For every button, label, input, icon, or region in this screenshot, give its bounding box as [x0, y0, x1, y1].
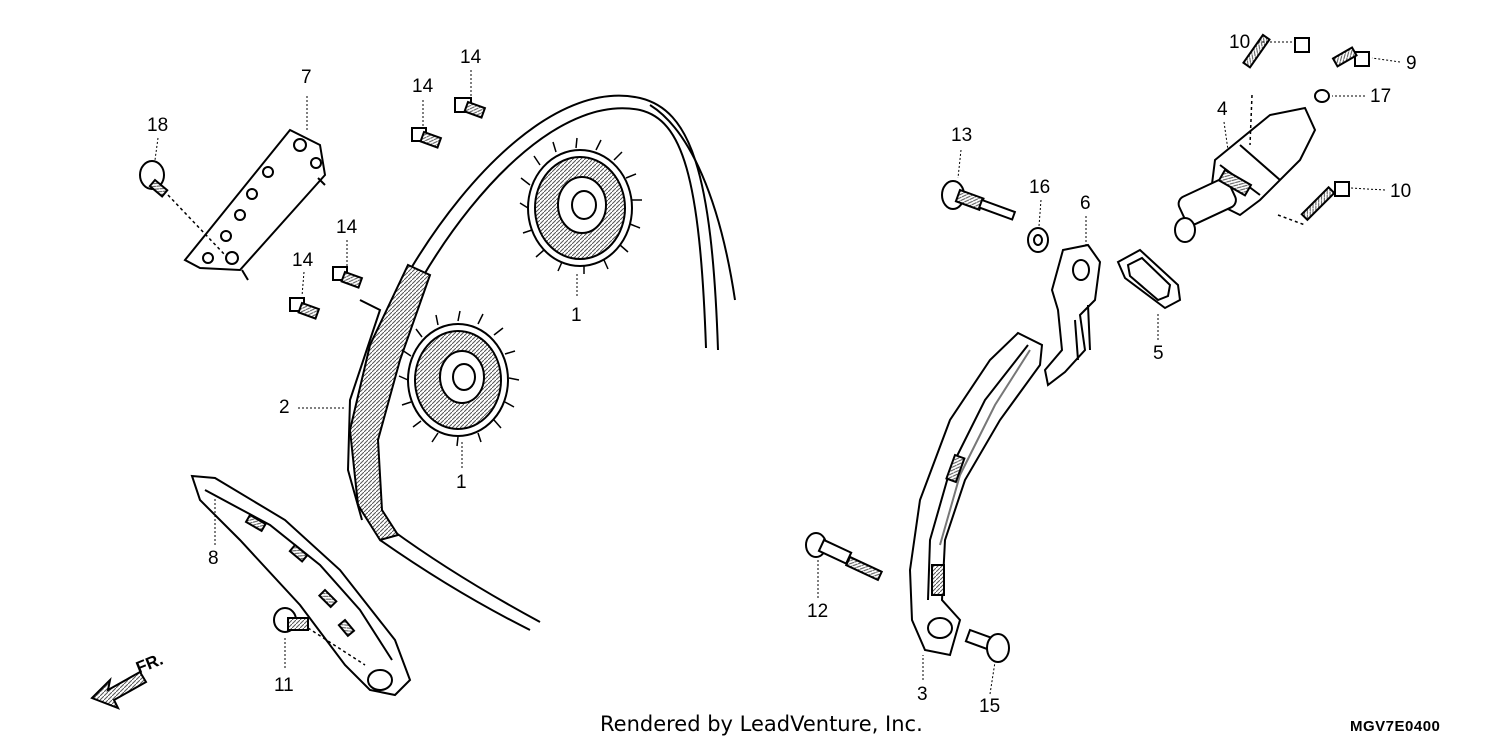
callout-18: 18 — [147, 115, 169, 136]
callout-8: 8 — [208, 548, 219, 569]
tensioner-lifter — [1174, 106, 1317, 243]
diagram-code: MGV7E0400 — [1350, 718, 1441, 735]
tensioner-bracket — [1043, 243, 1102, 387]
tensioner-arm — [908, 331, 1044, 657]
cam-sprocket-upper — [519, 137, 642, 274]
callout-13: 13 — [951, 125, 973, 146]
callout-10: 10 — [1229, 32, 1251, 53]
callout-6: 6 — [1080, 193, 1091, 214]
callout-7: 7 — [301, 67, 312, 88]
bolt-18 — [139, 160, 226, 256]
bolt-11 — [273, 607, 366, 666]
callout-2: 2 — [279, 397, 290, 418]
front-arrow-icon — [90, 670, 148, 710]
leader-lines — [154, 41, 1401, 695]
tensioner-bolts — [1242, 33, 1370, 226]
callout-9: 9 — [1406, 53, 1417, 74]
callout-17: 17 — [1370, 86, 1392, 107]
bolt-13 — [941, 180, 1017, 221]
washer-16 — [1027, 227, 1049, 253]
callout-14: 14 — [460, 47, 482, 68]
callout-5: 5 — [1153, 343, 1164, 364]
cam-chain-loop — [379, 94, 736, 631]
callout-1: 1 — [456, 472, 467, 493]
bolt-15 — [964, 628, 1010, 663]
callout-3: 3 — [917, 684, 928, 705]
cam-chain — [346, 263, 432, 542]
rendered-by-footer: Rendered by LeadVenture, Inc. — [600, 712, 923, 736]
callout-12: 12 — [807, 601, 829, 622]
tensioner-gasket — [1116, 248, 1182, 310]
chain-guide-plate — [183, 128, 327, 281]
callout-10: 10 — [1390, 181, 1412, 202]
cam-sprocket-lower — [398, 310, 520, 447]
callout-1: 1 — [571, 305, 582, 326]
callout-14: 14 — [292, 250, 314, 271]
callout-14: 14 — [336, 217, 358, 238]
bolt-14-group — [289, 97, 487, 320]
callout-15: 15 — [979, 696, 1001, 717]
callout-16: 16 — [1029, 177, 1051, 198]
callout-14: 14 — [412, 76, 434, 97]
callout-4: 4 — [1217, 99, 1228, 120]
bolt-12 — [805, 532, 884, 582]
callout-11: 11 — [274, 675, 294, 696]
cam-chain-guide — [190, 474, 412, 697]
